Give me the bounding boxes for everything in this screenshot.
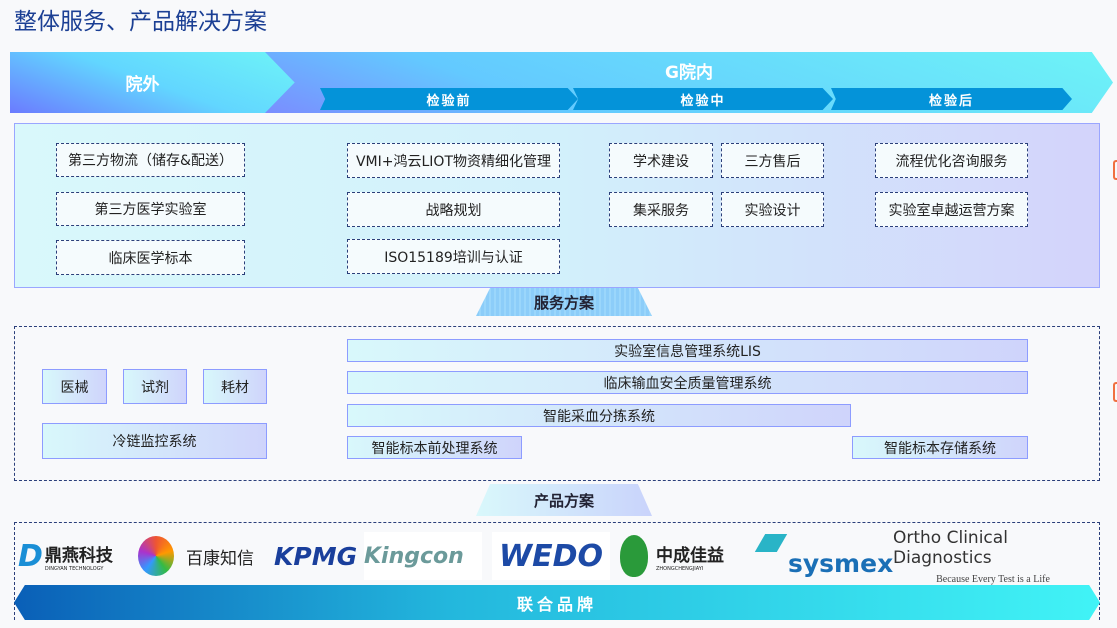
logo-baikang: 百康知信 <box>138 532 268 580</box>
page-title: 整体服务、产品解决方案 <box>14 9 267 35</box>
edge-marker <box>1113 160 1117 180</box>
service-item: 第三方物流（储存&配送） <box>56 143 245 177</box>
product-item: 医械 <box>42 369 107 404</box>
brands-label: 联合品牌 <box>14 585 1100 620</box>
services-label: 服务方案 <box>476 288 652 316</box>
service-item: 学术建设 <box>609 143 713 178</box>
logo-wedo: WEDO <box>492 532 610 580</box>
brands-panel <box>14 522 1100 620</box>
service-item: 实验室卓越运营方案 <box>875 192 1028 227</box>
service-item: 流程优化咨询服务 <box>875 143 1028 178</box>
product-item: 冷链监控系统 <box>42 423 267 459</box>
logo-kingcon: Kingcon <box>364 532 482 580</box>
logo-ortho: Ortho Clinical Diagnostics Because Every… <box>893 527 1050 585</box>
products-label: 产品方案 <box>476 484 652 516</box>
edge-marker <box>1113 382 1117 402</box>
stage-pre: 检验前 <box>320 88 578 110</box>
service-item: VMI+鸿云LIOT物资精细化管理 <box>347 143 560 178</box>
product-item: 耗材 <box>203 369 267 404</box>
service-item: ISO15189培训与认证 <box>347 239 560 274</box>
system-bar: 智能采血分拣系统 <box>347 404 851 427</box>
logo-kpmg: KPMG <box>274 541 358 571</box>
system-bar: 智能标本前处理系统 <box>347 436 522 459</box>
service-item: 战略规划 <box>347 192 560 227</box>
system-bar: 临床输血安全质量管理系统 <box>347 371 1028 394</box>
products-panel <box>14 326 1100 481</box>
stage-outside: 院外 <box>10 52 295 113</box>
stage-post: 检验后 <box>831 88 1072 110</box>
system-bar: 智能标本存储系统 <box>852 436 1028 459</box>
product-item: 试剂 <box>123 369 187 404</box>
service-item: 临床医学标本 <box>56 240 245 275</box>
service-item: 实验设计 <box>721 192 824 227</box>
service-item: 三方售后 <box>721 143 824 178</box>
stage-mid: 检验中 <box>573 88 833 110</box>
service-item: 集采服务 <box>609 192 713 227</box>
service-item: 第三方医学实验室 <box>56 192 245 226</box>
system-bar: 实验室信息管理系统LIS <box>347 339 1028 362</box>
logo-sysmex: sysmex <box>752 532 893 580</box>
